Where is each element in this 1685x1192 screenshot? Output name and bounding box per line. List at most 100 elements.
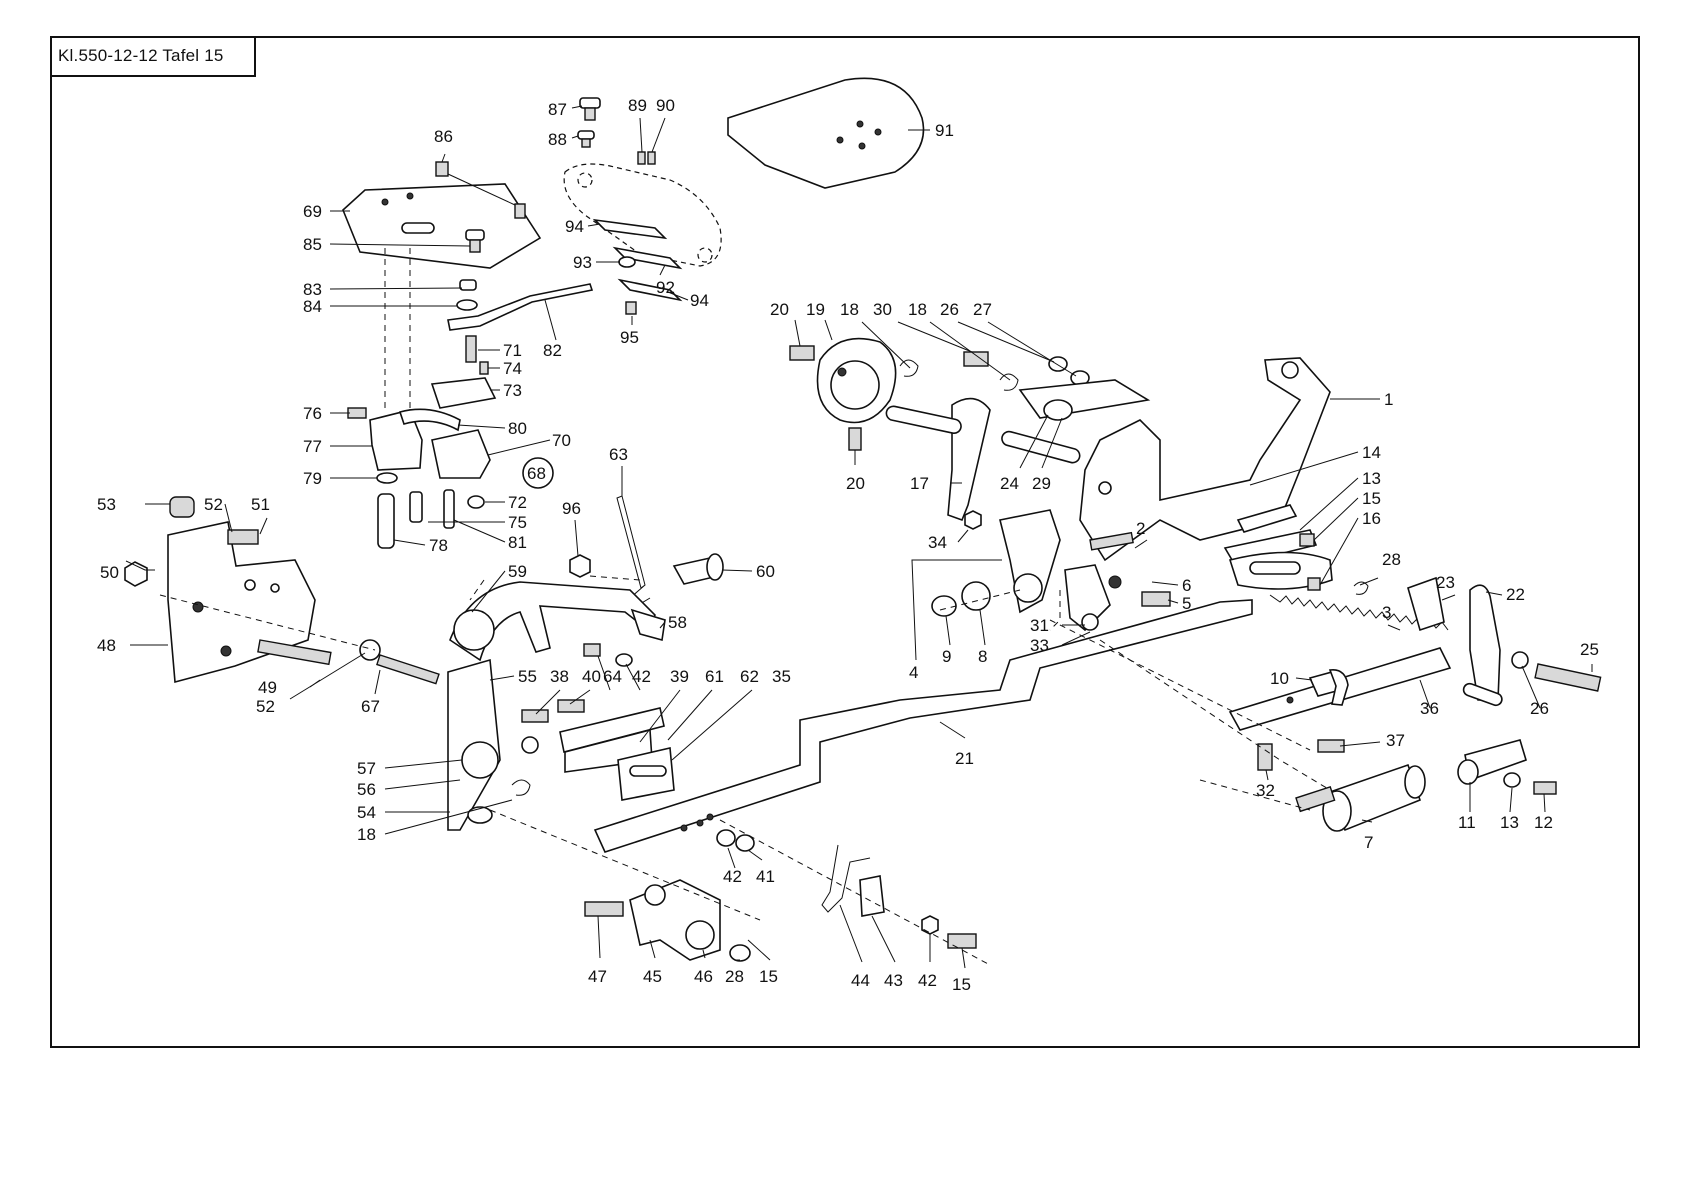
label-94b: 94 <box>690 291 709 310</box>
label-2: 2 <box>1136 519 1145 538</box>
label-86: 86 <box>434 127 453 146</box>
leader-lines <box>125 105 1593 969</box>
label-4: 4 <box>909 663 918 682</box>
label-14: 14 <box>1362 443 1381 462</box>
label-70: 70 <box>552 431 571 450</box>
label-81: 81 <box>508 533 527 552</box>
slide-bracket-39 <box>559 707 665 753</box>
connecting-bar-21 <box>593 599 1253 853</box>
label-18a: 18 <box>840 300 859 319</box>
label-35: 35 <box>772 667 791 686</box>
label-72: 72 <box>508 493 527 512</box>
label-39: 39 <box>670 667 689 686</box>
label-59: 59 <box>508 562 527 581</box>
label-37: 37 <box>1386 731 1405 750</box>
label-38: 38 <box>550 667 569 686</box>
label-10: 10 <box>1270 669 1289 688</box>
swing-lever-22 <box>1469 584 1501 701</box>
label-54: 54 <box>357 803 376 822</box>
label-75: 75 <box>508 513 527 532</box>
label-1: 1 <box>1384 390 1393 409</box>
circled-part-68 <box>522 457 554 489</box>
label-25: 25 <box>1580 640 1599 659</box>
label-71: 71 <box>503 341 522 360</box>
label-30: 30 <box>873 300 892 319</box>
label-36: 36 <box>1420 699 1439 718</box>
label-87: 87 <box>548 100 567 119</box>
label-67: 67 <box>361 697 380 716</box>
label-8: 8 <box>978 647 987 666</box>
label-82: 82 <box>543 341 562 360</box>
label-56: 56 <box>357 780 376 799</box>
label-18c: 18 <box>357 825 376 844</box>
angle-bracket-4 <box>999 509 1061 614</box>
label-62: 62 <box>740 667 759 686</box>
label-21: 21 <box>955 749 974 768</box>
label-92: 92 <box>656 278 675 297</box>
label-58: 58 <box>668 613 687 632</box>
label-88: 88 <box>548 130 567 149</box>
label-96: 96 <box>562 499 581 518</box>
label-76: 76 <box>303 404 322 423</box>
label-24: 24 <box>1000 474 1019 493</box>
label-46: 46 <box>694 967 713 986</box>
label-13b: 13 <box>1500 813 1519 832</box>
label-20a: 20 <box>770 300 789 319</box>
label-42a: 42 <box>632 667 651 686</box>
label-45: 45 <box>643 967 662 986</box>
label-69: 69 <box>303 202 322 221</box>
label-28b: 28 <box>725 967 744 986</box>
label-5: 5 <box>1182 594 1191 613</box>
label-43: 43 <box>884 971 903 990</box>
label-83: 83 <box>303 280 322 299</box>
label-16: 16 <box>1362 509 1381 528</box>
part-number-labels: 87 88 89 90 91 86 69 85 94 93 92 94 95 8… <box>97 96 1599 994</box>
label-93: 93 <box>573 253 592 272</box>
label-57: 57 <box>357 759 376 778</box>
label-17: 17 <box>910 474 929 493</box>
label-60: 60 <box>756 562 775 581</box>
label-47: 47 <box>588 967 607 986</box>
label-18b: 18 <box>908 300 927 319</box>
label-42b: 42 <box>723 867 742 886</box>
label-94a: 94 <box>565 217 584 236</box>
needle-plate-ghost <box>563 163 722 267</box>
label-61: 61 <box>705 667 724 686</box>
label-85: 85 <box>303 235 322 254</box>
screw-88 <box>577 130 595 148</box>
label-63: 63 <box>609 445 628 464</box>
label-22: 22 <box>1506 585 1525 604</box>
drawing-title: Kl.550-12-12 Tafel 15 <box>50 36 256 77</box>
label-13a: 13 <box>1362 469 1381 488</box>
label-9: 9 <box>942 647 951 666</box>
label-44: 44 <box>851 971 870 990</box>
label-19: 19 <box>806 300 825 319</box>
drawing-frame <box>50 36 1640 1048</box>
label-95: 95 <box>620 328 639 347</box>
label-33: 33 <box>1030 636 1049 655</box>
label-52b: 52 <box>256 697 275 716</box>
label-28a: 28 <box>1382 550 1401 569</box>
label-84: 84 <box>303 297 322 316</box>
label-79: 79 <box>303 469 322 488</box>
label-89: 89 <box>628 96 647 115</box>
cover-plate-91 <box>727 77 925 189</box>
label-15d: 15 <box>952 975 971 994</box>
label-7: 7 <box>1364 833 1373 852</box>
label-23: 23 <box>1436 573 1455 592</box>
label-90: 90 <box>656 96 675 115</box>
label-91: 91 <box>935 121 954 140</box>
label-32: 32 <box>1256 781 1275 800</box>
label-68: 68 <box>527 464 546 483</box>
label-6: 6 <box>1182 576 1191 595</box>
label-31: 31 <box>1030 616 1049 635</box>
label-20b: 20 <box>846 474 865 493</box>
crank-lever-17 <box>947 397 991 522</box>
label-26a: 26 <box>940 300 959 319</box>
label-53: 53 <box>97 495 116 514</box>
label-80: 80 <box>508 419 527 438</box>
label-74: 74 <box>503 359 522 378</box>
lever-82 <box>447 283 594 331</box>
label-42c: 42 <box>918 971 937 990</box>
